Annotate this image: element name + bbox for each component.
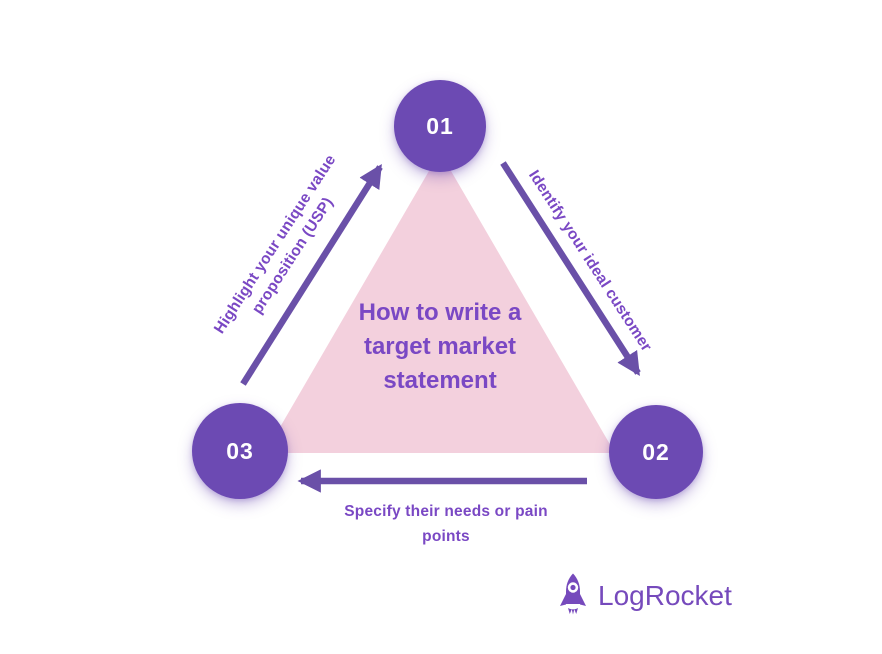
diagram-title: How to write a target market statement (310, 296, 570, 398)
node-number: 01 (426, 112, 454, 139)
title-line-2: target market (363, 333, 517, 360)
node-number: 03 (226, 437, 254, 464)
edge-label-line: Specify their needs or pain (344, 503, 548, 520)
logo-wordmark: LogRocket (598, 580, 732, 611)
title-line-3: statement (383, 367, 497, 394)
arrow-01-to-02 (500, 161, 641, 376)
node-number: 02 (642, 438, 670, 465)
node-step-02: 02 (609, 405, 703, 499)
edge-label-line: points (422, 528, 470, 545)
title-line-1: How to write a (358, 299, 522, 326)
node-step-03: 03 (192, 403, 288, 499)
rocket-icon (560, 573, 586, 615)
arrow-03-to-01 (240, 164, 383, 386)
node-step-01: 01 (394, 80, 486, 172)
logrocket-logo: LogRocket (558, 573, 732, 619)
edge-label-needs-pain-points: Specify their needs or pain points (344, 499, 548, 549)
